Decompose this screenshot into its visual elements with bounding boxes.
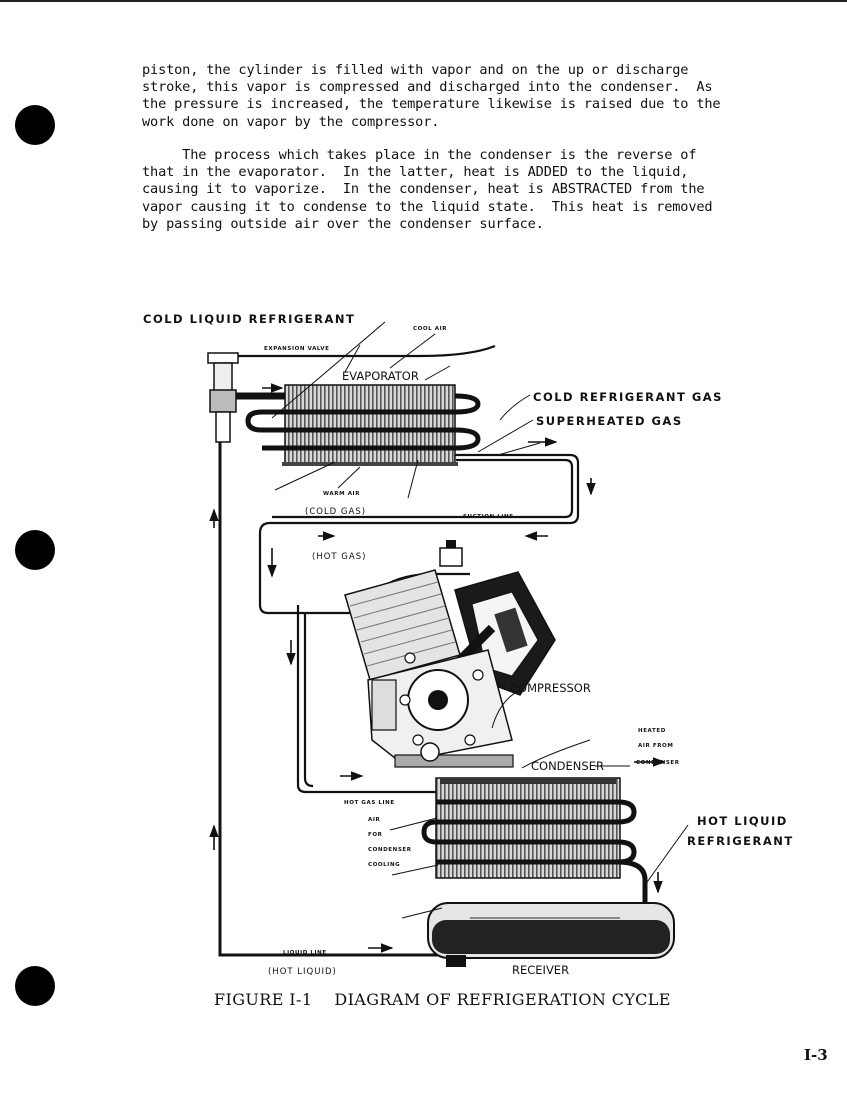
text-line: stroke, this vapor is compressed and dis… [142,79,713,96]
text-line: vapor causing it to condense to the liqu… [142,198,713,215]
diagram-labels: COLD LIQUID REFRIGERANT COOL AIR EXPANSI… [143,312,794,977]
text-line: work done on vapor by the compressor. [142,113,440,130]
binder-hole-bottom [15,966,55,1006]
label-condenser-small: CONDENSER [368,847,412,853]
label-hot-gas: (HOT GAS) [312,552,366,562]
text-line: the pressure is increased, the temperatu… [142,96,721,113]
flow-arrows [209,383,666,953]
compressor [344,540,556,768]
paragraph-compression: piston, the cylinder is filled with vapo… [142,62,782,131]
text-line: piston, the cylinder is filled with vapo… [142,62,689,78]
figure-caption: FIGURE I-1 DIAGRAM OF REFRIGERATION CYCL… [214,990,671,1009]
label-air-from: AIR FROM [638,743,673,749]
label-cold-gas: (COLD GAS) [305,507,366,517]
label-cold-liquid-refrigerant: COLD LIQUID REFRIGERANT [143,312,355,326]
leader-lines [271,321,689,919]
receiver-tank [427,902,675,967]
label-expansion-valve: EXPANSION VALVE [264,346,330,352]
label-cooling: COOLING [368,862,400,868]
label-liquid-line: LIQUID LINE [283,950,327,956]
label-for: FOR [368,832,383,838]
paragraph-condenser-process: The process which takes place in the con… [142,147,782,233]
label-cold-refrigerant-gas: COLD REFRIGERANT GAS [533,390,723,404]
page-number: I-3 [804,1046,828,1064]
text-line: causing it to vaporize. In the condenser… [142,181,705,198]
label-warm-air: WARM AIR [323,491,360,497]
label-from-condenser: CONDENSER [636,760,680,766]
page-top-rule [0,0,847,2]
label-cool-air: COOL AIR [413,326,447,332]
condenser-coil [421,777,648,905]
label-hot-liquid-paren: (HOT LIQUID) [268,967,337,977]
text-line: that in the evaporator. In the latter, h… [142,164,689,181]
label-suction-line: SUCTION LINE [463,514,514,520]
binder-hole-middle [15,530,55,570]
label-air: AIR [368,817,381,823]
binder-hole-top [15,105,55,145]
expansion-valve [207,352,239,443]
label-hot-liquid: HOT LIQUID [697,814,788,828]
label-evaporator: EVAPORATOR [342,369,419,383]
text-line: The process which takes place in the con… [142,147,697,163]
label-condenser: CONDENSER [531,759,604,773]
label-refrigerant: REFRIGERANT [687,834,794,848]
label-heated: HEATED [638,728,666,734]
label-receiver: RECEIVER [512,963,569,977]
text-line: by passing outside air over the condense… [142,215,544,232]
evaporator-coil [236,384,481,466]
label-superheated-gas: SUPERHEATED GAS [536,414,683,428]
label-compressor: COMPRESSOR [510,681,591,695]
label-hot-gas-line: HOT GAS LINE [344,800,395,806]
